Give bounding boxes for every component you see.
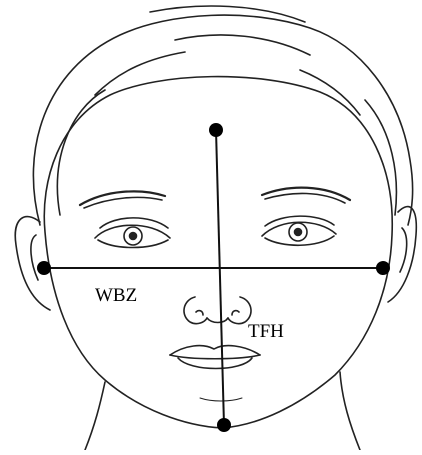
left-pupil	[130, 233, 137, 240]
left-eyebrow-lower	[84, 197, 162, 208]
hair-strand-3	[95, 52, 185, 95]
left-ear-inner	[31, 235, 38, 280]
left-eye-lower-lid	[98, 240, 168, 248]
hair-strand-2	[175, 35, 310, 55]
right-ear-inner	[400, 228, 407, 272]
neck-left	[85, 382, 105, 450]
nostril-right	[232, 311, 239, 315]
right-zygion-point	[376, 261, 390, 275]
total-face-height-line	[216, 130, 224, 425]
nose-left-wing	[184, 297, 207, 324]
lower-lip	[178, 358, 252, 369]
upper-lip	[170, 346, 260, 355]
tfh-label: TFH	[248, 321, 284, 342]
left-zygion-point	[37, 261, 51, 275]
neck-right	[340, 372, 360, 450]
nose-tip	[207, 318, 228, 323]
nostril-left	[196, 311, 203, 315]
hair-strand-4	[300, 70, 360, 115]
chin-line	[200, 398, 242, 401]
nose-right-wing	[228, 297, 251, 324]
hair-outline	[33, 15, 412, 225]
wbz-label: WBZ	[95, 285, 137, 306]
lip-line	[170, 355, 260, 359]
right-eye-crease	[265, 216, 334, 226]
menton-point	[217, 418, 231, 432]
trichion-point	[209, 123, 223, 137]
right-eyebrow-lower	[265, 193, 345, 203]
right-pupil	[295, 229, 302, 236]
